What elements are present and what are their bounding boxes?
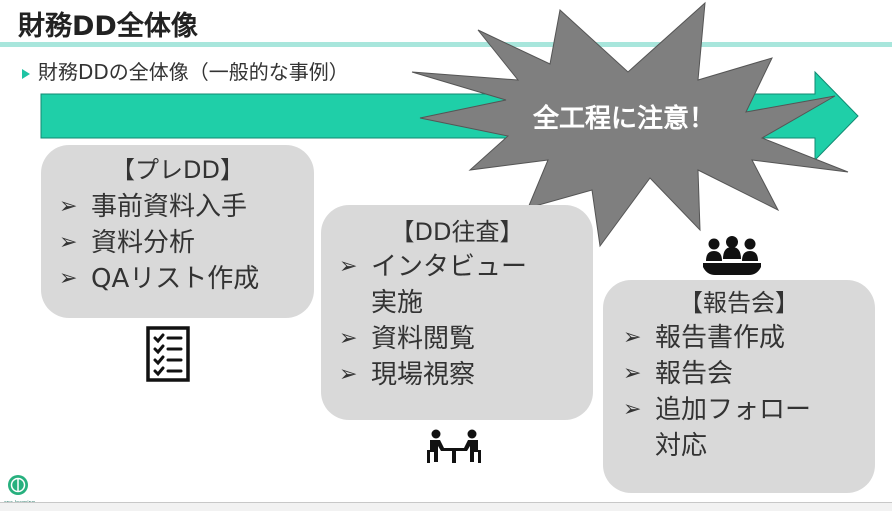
subtitle-text: 財務DDの全体像（一般的な事例）: [38, 60, 349, 84]
slide-subtitle: 財務DDの全体像（一般的な事例）: [22, 56, 349, 85]
chevron-right-icon: ➢: [339, 326, 358, 351]
burst-text: 全工程に注意！: [532, 103, 715, 134]
bullet-triangle-icon: [22, 68, 30, 79]
item-text: 報告書作成: [655, 323, 786, 353]
list-item: ➢ 資料閲覧: [331, 321, 593, 357]
list-item: ➢ 報告書作成: [615, 320, 875, 356]
item-text: QAリスト作成: [91, 264, 260, 294]
list-item: ➢ 追加フォロー対応: [615, 392, 875, 464]
item-text-continued: 実施: [371, 288, 424, 318]
item-text: 追加フォロー: [655, 395, 812, 425]
phase-title: 【プレDD】: [111, 156, 244, 184]
footer-divider: [0, 502, 892, 503]
item-text: 現場視察: [371, 360, 476, 390]
list-item: ➢ インタビュー実施: [331, 249, 593, 321]
phase-title: 【DD往査】: [390, 218, 524, 246]
slide-title: 財務DD全体像: [18, 11, 198, 42]
list-item: ➢ 報告会: [615, 356, 875, 392]
chevron-right-icon: ➢: [623, 325, 642, 350]
item-text: 事前資料入手: [91, 192, 248, 222]
chevron-right-icon: ➢: [59, 194, 78, 219]
chevron-right-icon: ➢: [339, 254, 358, 279]
burst-shape: [411, 1, 849, 248]
item-text: 報告会: [655, 359, 734, 389]
phase-list: ➢ 事前資料入手 ➢ 資料分析 ➢ QAリスト作成: [51, 189, 314, 297]
chevron-right-icon: ➢: [623, 397, 642, 422]
phase-box-pre-dd: 【プレDD】 ➢ 事前資料入手 ➢ 資料分析 ➢ QAリスト作成: [41, 145, 314, 318]
meeting-icon: [703, 236, 761, 275]
phase-box-dd-visit: 【DD往査】 ➢ インタビュー実施 ➢ 資料閲覧 ➢ 現場視察: [321, 205, 593, 420]
phase-list: ➢ インタビュー実施 ➢ 資料閲覧 ➢ 現場視察: [331, 249, 593, 393]
list-item: ➢ 資料分析: [51, 225, 314, 261]
item-text: 資料分析: [91, 228, 196, 258]
list-item: ➢ QAリスト作成: [51, 261, 314, 297]
interview-icon: [427, 429, 481, 463]
logo-icon: [8, 475, 28, 495]
list-item: ➢ 事前資料入手: [51, 189, 314, 225]
item-text-continued: 対応: [655, 431, 708, 461]
chevron-right-icon: ➢: [339, 362, 358, 387]
item-text: 資料閲覧: [371, 324, 476, 354]
chevron-right-icon: ➢: [59, 266, 78, 291]
chevron-right-icon: ➢: [623, 361, 642, 386]
phase-title: 【報告会】: [679, 289, 799, 317]
chevron-right-icon: ➢: [59, 230, 78, 255]
checklist-icon: [146, 326, 190, 382]
footer-bar: [0, 503, 892, 511]
phase-box-report: 【報告会】 ➢ 報告書作成 ➢ 報告会 ➢ 追加フォロー対応: [603, 280, 875, 493]
item-text: インタビュー: [371, 252, 528, 282]
list-item: ➢ 現場視察: [331, 357, 593, 393]
title-underline: [0, 42, 892, 47]
phase-list: ➢ 報告書作成 ➢ 報告会 ➢ 追加フォロー対応: [615, 320, 875, 464]
